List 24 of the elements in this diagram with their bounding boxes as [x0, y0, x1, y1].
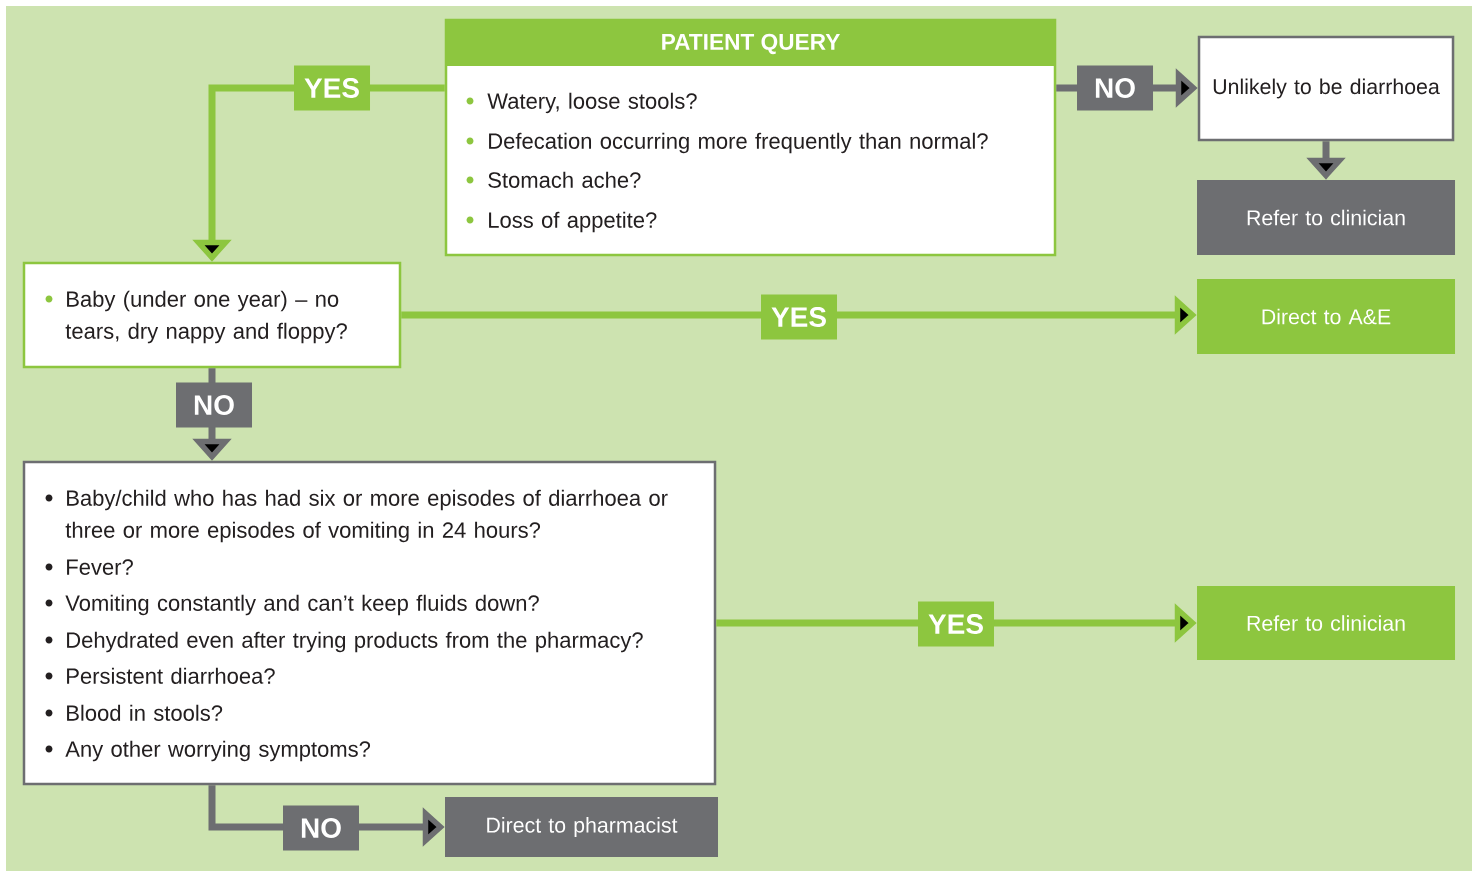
bullet-item: Stomach ache?: [466, 171, 641, 188]
bullet-item: Watery, loose stools?: [466, 92, 697, 114]
outcome-box: Direct to pharmacist: [445, 797, 718, 857]
bullet-item: Fever?: [45, 559, 133, 575]
bullet-item: Any other worrying symptoms?: [45, 740, 371, 762]
edge-label: YES: [761, 294, 837, 340]
edge-label: NO: [176, 382, 252, 428]
box-heading: PATIENT QUERY: [446, 20, 1055, 66]
outcome-box: Refer to clinician: [1197, 586, 1455, 660]
bullet-item: Baby (under one year) – no tears, dry nappy and floppy?: [45, 290, 347, 344]
bullet-item: Blood in stools?: [45, 704, 223, 721]
outcome-box: Refer to clinician: [1197, 180, 1455, 255]
bullet-item: Defecation occurring more frequently than normal?: [466, 132, 988, 154]
edge-label: YES: [294, 65, 370, 111]
outcome-box: Unlikely to be diarrhoea: [1197, 35, 1455, 142]
edge-label: YES: [918, 601, 994, 647]
edge-label: NO: [1077, 65, 1153, 111]
bullet-item: Loss of appetite?: [466, 211, 657, 233]
bullet-item: Vomiting constantly and can’t keep fluids down?: [45, 594, 539, 616]
outcome-box: Direct to A&E: [1197, 279, 1455, 354]
bullet-item: Dehydrated even after trying products from the pharmacy?: [45, 631, 643, 653]
edge-label: NO: [283, 805, 359, 851]
bullet-item: Baby/child who has had six or more episodes of diarrhoea or three or more episodes of vomiting in 24 hours?: [45, 489, 668, 543]
bullet-item: Persistent diarrhoea?: [45, 667, 275, 684]
